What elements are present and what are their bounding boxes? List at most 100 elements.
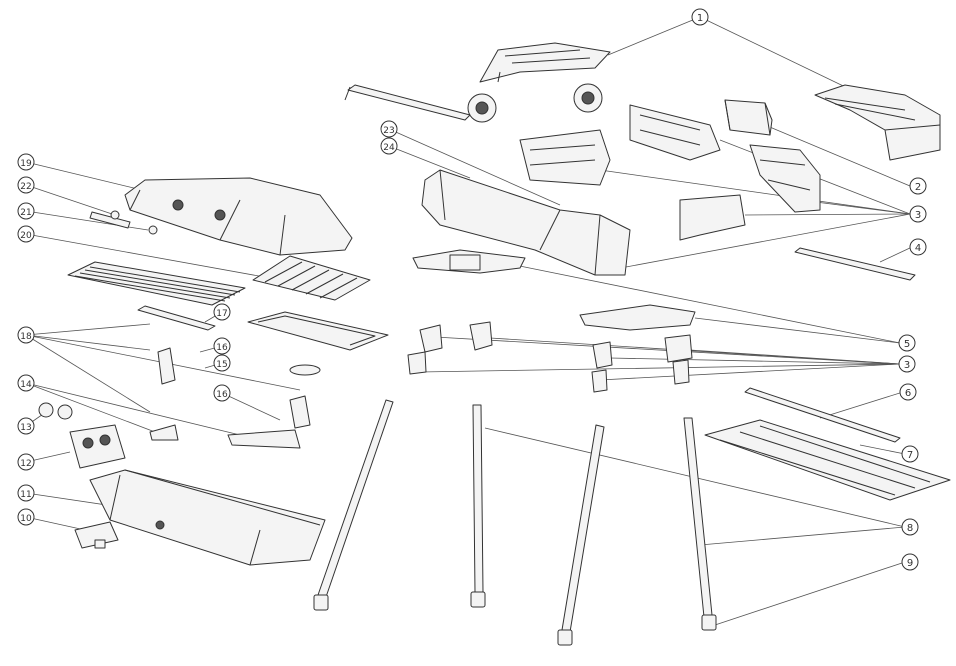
leg-socket-7 xyxy=(672,359,690,385)
callout-17: 17 xyxy=(213,303,231,321)
callout-label: 12 xyxy=(20,459,31,469)
callout-label: 11 xyxy=(20,490,31,500)
leader-22 xyxy=(25,184,116,216)
leader-3k xyxy=(419,363,901,373)
callout-3b: 3 xyxy=(898,355,916,373)
side-shelf-small xyxy=(479,42,611,83)
leader-14a xyxy=(25,382,156,433)
leader-3h xyxy=(609,357,901,365)
callout-label: 19 xyxy=(20,159,32,169)
callout-label: 24 xyxy=(383,143,395,153)
callout-15: 15 xyxy=(213,354,231,372)
grill-lid xyxy=(124,177,353,256)
callout-12: 12 xyxy=(17,453,35,471)
leader-16b xyxy=(221,392,281,421)
foot-1 xyxy=(313,594,329,611)
side-frame-c xyxy=(749,144,821,213)
leader-10 xyxy=(25,516,86,531)
callout-10: 10 xyxy=(17,508,35,526)
wheel-right xyxy=(573,83,603,113)
callout-23: 23 xyxy=(380,120,398,138)
leader-5b xyxy=(694,317,901,344)
lid-knob xyxy=(148,225,158,235)
leader-7 xyxy=(859,444,906,455)
callout-7: 7 xyxy=(901,445,919,463)
leader-20 xyxy=(25,233,271,279)
callout-label: 15 xyxy=(216,360,227,370)
leader-18c xyxy=(25,334,151,413)
leader-5a xyxy=(499,261,901,344)
heat-shield-bar xyxy=(137,305,216,331)
callout-1: 1 xyxy=(691,8,709,26)
callout-21: 21 xyxy=(17,202,35,220)
callout-label: 1 xyxy=(697,13,703,24)
leader-19 xyxy=(25,161,143,191)
leader-24 xyxy=(388,145,471,179)
callout-label: 17 xyxy=(216,309,227,319)
side-frame-b xyxy=(519,129,611,186)
callout-label: 5 xyxy=(904,339,910,350)
leader-lines xyxy=(25,16,913,626)
charcoal-tray xyxy=(247,311,389,351)
callout-6: 6 xyxy=(899,383,917,401)
callout-5: 5 xyxy=(898,334,916,352)
leader-3e xyxy=(609,213,911,271)
callout-label: 2 xyxy=(915,182,921,193)
firebox-base xyxy=(89,469,326,566)
axle-bar xyxy=(344,84,471,121)
leader-18a xyxy=(25,323,151,336)
callout-19: 19 xyxy=(17,153,35,171)
foot-4 xyxy=(701,614,717,631)
side-shelf-large xyxy=(814,84,941,161)
bottom-bracket-right xyxy=(579,304,696,331)
leader-1a xyxy=(607,16,701,56)
callout-label: 3 xyxy=(904,360,910,371)
callout-label: 13 xyxy=(20,423,31,433)
callout-14: 14 xyxy=(17,374,35,392)
bottom-bracket-top xyxy=(412,249,526,274)
callout-8: 8 xyxy=(901,518,919,536)
callout-label: 22 xyxy=(20,182,31,192)
bottom-shelf xyxy=(704,419,951,501)
callout-4: 4 xyxy=(909,238,927,256)
rail-4 xyxy=(794,247,916,281)
leader-1b xyxy=(699,16,863,96)
callout-16b: 16 xyxy=(213,384,231,402)
foot-3 xyxy=(557,629,573,646)
leg-socket-1 xyxy=(419,324,443,353)
leader-8b xyxy=(699,526,906,546)
callout-label: 23 xyxy=(383,126,394,136)
callout-label: 9 xyxy=(907,558,913,569)
leg-socket-6 xyxy=(591,369,608,393)
callout-24: 24 xyxy=(380,137,398,155)
control-panel xyxy=(69,424,126,469)
callout-label: 6 xyxy=(905,388,911,399)
bracket-18-a xyxy=(157,347,176,385)
callout-label: 16 xyxy=(216,343,228,353)
bracket-box xyxy=(724,99,773,136)
leader-18b xyxy=(25,334,151,351)
cart-body-panel xyxy=(421,169,631,276)
callout-label: 21 xyxy=(20,208,31,218)
gas-pipe-a xyxy=(149,424,179,441)
callout-label: 18 xyxy=(20,332,32,342)
callout-18: 18 xyxy=(17,326,35,344)
parts xyxy=(38,42,951,646)
warming-rack xyxy=(252,255,371,301)
burner-disc xyxy=(289,364,321,376)
leader-4 xyxy=(879,246,913,263)
callout-11: 11 xyxy=(17,484,35,502)
leader-3i xyxy=(689,349,901,365)
leader-23 xyxy=(388,128,561,206)
leader-3j xyxy=(599,363,901,381)
callout-3a: 3 xyxy=(909,205,927,223)
igniter xyxy=(74,521,119,549)
leader-14b xyxy=(25,382,241,436)
leg-socket-4 xyxy=(664,334,693,363)
foot-2 xyxy=(470,591,486,608)
control-knob-a xyxy=(38,402,54,418)
callout-label: 14 xyxy=(20,380,32,390)
callout-label: 4 xyxy=(915,243,921,254)
